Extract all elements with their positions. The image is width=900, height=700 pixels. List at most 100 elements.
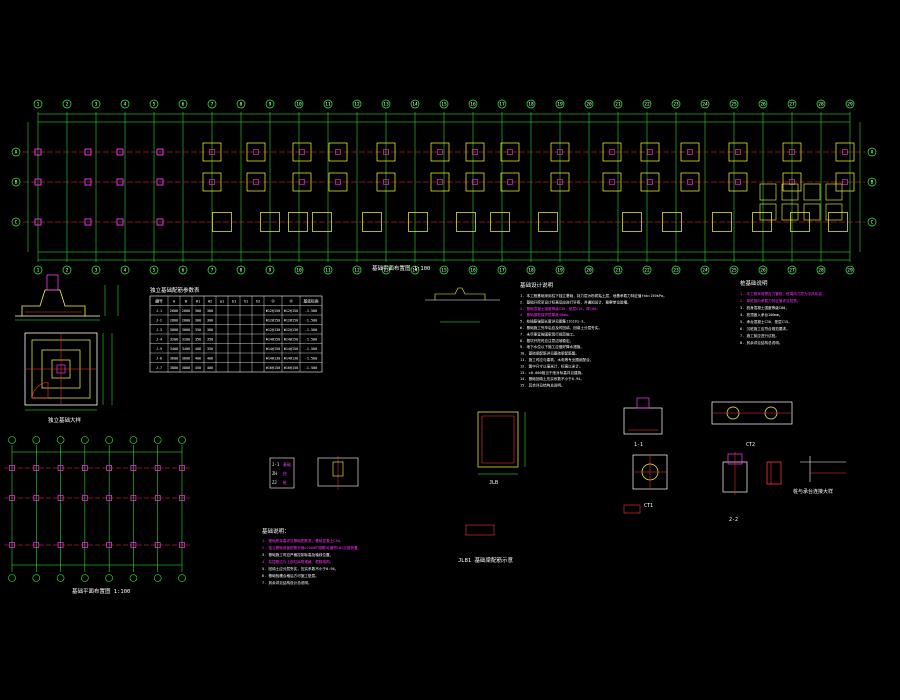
row-label-right: C (871, 220, 874, 226)
column-square (335, 179, 341, 185)
table-cell: 350 (195, 338, 201, 342)
column-square (842, 149, 848, 155)
axis-bubble (787, 265, 797, 275)
axis-label-top: 2 (66, 102, 69, 108)
note-line: 3. 桩身混凝土强度等级C80。 (740, 305, 789, 310)
section-1-1-label: 1-1 (634, 442, 643, 448)
table-cell: 3800 (170, 366, 178, 370)
left-plan-column (130, 465, 137, 471)
left-plan-column (106, 495, 112, 501)
footing-square (835, 142, 855, 162)
footing-square-cluster (803, 203, 821, 221)
left-plan-bubble (178, 436, 186, 444)
axis-bubble (497, 265, 507, 275)
axis-bubble (468, 265, 478, 275)
left-plan-column (9, 495, 15, 501)
table-header-cell: H2 (208, 299, 213, 304)
left-plan-bubble (56, 574, 65, 582)
footing-square (246, 172, 266, 192)
footing-square (828, 212, 848, 232)
footing-square (602, 172, 622, 192)
row-bubble (867, 147, 877, 157)
table-cell: 2600 (182, 309, 190, 313)
footing-square (490, 212, 510, 232)
column-small (34, 218, 42, 226)
axis-label-bottom: 27 (789, 268, 795, 274)
row-label-right: B (871, 180, 874, 186)
note-line: 7. 施工前应进行试桩。 (740, 333, 779, 338)
footing-square (465, 172, 485, 192)
axis-label-top: 26 (760, 102, 766, 108)
column-small (156, 178, 164, 186)
axis-bubble (207, 99, 217, 109)
table-cell: 300 (195, 309, 201, 313)
axis-label-bottom: 9 (269, 268, 272, 274)
table-cell: -1.500 (305, 347, 317, 351)
column-square (789, 149, 795, 155)
table-header-cell: A (173, 299, 176, 304)
axis-label-top: 12 (354, 102, 360, 108)
note-line: 6. 基础施工完毕后应及时回填，回填土分层夯实。 (520, 325, 602, 330)
axis-bubble (700, 99, 710, 109)
note-line: 13. ±0.000相当于绝对标高详见建施。 (520, 370, 585, 375)
left-plan-column (154, 542, 161, 548)
column-square (299, 179, 305, 185)
left-plan-column (82, 542, 88, 548)
axis-bubble (671, 99, 681, 109)
axis-label-top: 13 (383, 102, 389, 108)
axis-label-bottom: 1 (37, 268, 40, 274)
top-foundation-plan: 1122334455667788991010111112121313141415… (11, 99, 877, 275)
left-plan-bubble (8, 436, 16, 444)
note-line: 11. 施工时应与建筑、水电等专业图纸配合。 (520, 357, 593, 362)
column-square (437, 179, 443, 185)
footing-square (500, 172, 520, 192)
footing-square (376, 142, 396, 162)
footing-square (835, 172, 855, 192)
column-square (557, 149, 563, 155)
axis-bubble (91, 99, 101, 109)
note-line: 8. 其余详见结构总说明。 (740, 340, 782, 345)
note-line: 3. 基础施工时应严格控制标高及轴线位置。 (262, 552, 333, 557)
column-square (609, 149, 615, 155)
left-plan-column (33, 465, 40, 471)
axis-bubble (323, 99, 333, 109)
footing-square (465, 142, 485, 162)
axis-label-bottom: 11 (325, 268, 331, 274)
note-line: 8. 基坑开挖时应注意边坡稳定。 (520, 338, 573, 343)
column-square (335, 149, 341, 155)
footing-square (430, 142, 450, 162)
column-small (116, 148, 124, 156)
table-cell: Φ16@150 (266, 366, 280, 370)
axis-bubble (439, 99, 449, 109)
footing-square (538, 212, 558, 232)
design-notes-right: 桩基础说明 1. 本工程采用预应力管桩，桩端持力层为中风化岩。2. 单桩竖向承载… (740, 279, 826, 345)
axis-bubble (381, 265, 391, 275)
axis-bubble (497, 99, 507, 109)
pile-caption: 桩与承台连接大样 (793, 488, 833, 495)
note-line: 12. 图中尺寸以毫米计，标高以米计。 (520, 363, 583, 368)
axis-label-bottom: 10 (296, 268, 302, 274)
axis-label-top: 27 (789, 102, 795, 108)
table-cell: 450 (195, 366, 201, 370)
footing-schedule-table: 独立基础配筋参数表 编号J-1J-2J-3J-4J-5J-6J-7A260028… (149, 286, 323, 373)
note-line: 4. 桩顶嵌入承台100mm。 (740, 312, 782, 317)
footing-square (328, 142, 348, 162)
footing-square-cluster (803, 183, 821, 201)
table-cell: J-4 (156, 338, 162, 342)
axis-bubble (613, 265, 623, 275)
left-plan-bubble (32, 436, 41, 444)
axis-bubble (62, 99, 72, 109)
column-square (789, 179, 795, 185)
axis-label-bottom: 21 (615, 268, 621, 274)
note-line: 2. 单桩竖向承载力特征值详见桩表。 (740, 298, 800, 303)
table-cell: J-2 (156, 319, 162, 323)
axis-bubble (178, 265, 188, 275)
notes-right-title: 桩基础说明 (740, 279, 768, 287)
axis-bubble (352, 99, 362, 109)
axis-label-bottom: 25 (731, 268, 737, 274)
axis-label-top: 28 (818, 102, 824, 108)
column-square (842, 179, 848, 185)
axis-label-top: 7 (211, 102, 214, 108)
note-line: 2. 独立基础底板配筋长度≥2500时钢筋可缩短10%交错放置。 (262, 545, 361, 550)
